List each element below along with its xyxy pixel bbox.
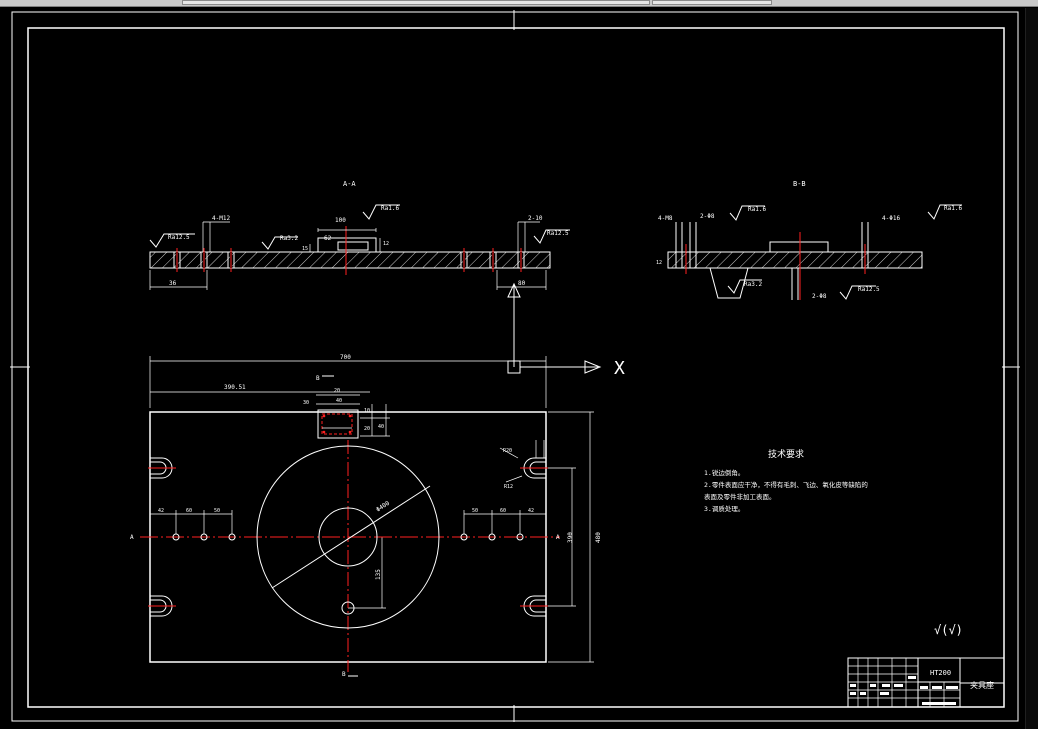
plan-dim-480: 480 (595, 532, 602, 543)
hole-dim-l2: 60 (186, 508, 192, 514)
plan-diameter-leader (271, 485, 431, 589)
sec-mark-b-bottom: B (342, 671, 346, 678)
aa-dim-100: 100 (335, 217, 346, 224)
plan-view: 700 390.51 480 390 135 20 40 30 10 20 40… (130, 354, 602, 678)
bb-ra-2: Ra1.6 (944, 205, 962, 212)
section-aa-roughness-symbols (149, 204, 570, 250)
outer-sheet-border (11, 11, 1019, 722)
view-arrow-right (584, 360, 602, 374)
bb-ra-4: Ra12.5 (858, 286, 880, 293)
section-bb-label: B-B (793, 180, 806, 188)
aa-ra-3: Ra1.6 (381, 205, 399, 212)
cad-toolbar-strip (0, 0, 1038, 7)
plan-dia-400: Φ400 (375, 500, 391, 514)
plan-dim-390: 390 (567, 532, 574, 543)
technical-notes: 技术要求 1.锐边倒角。 2.零件表面应干净，不得有毛刺、飞边、氧化皮等缺陷的 … (704, 448, 868, 513)
section-bb: B-B Ra1.6 Ra1.6 Ra3.2 Ra12.5 4-M8 2-Φ8 4… (656, 180, 962, 300)
notes-item-3: 表面及零件非加工表面。 (704, 492, 776, 501)
bb-dim-12: 12 (656, 260, 662, 266)
section-aa: A-A (149, 180, 625, 379)
plan-dim-135: 135 (375, 569, 382, 580)
section-aa-label: A-A (343, 180, 356, 188)
aa-ra-1: Ra12.5 (168, 234, 190, 241)
section-aa-key-slot (317, 237, 377, 253)
aa-ra-4: Ra12.5 (547, 230, 569, 237)
inner-drawing-frame (27, 27, 1005, 708)
plan-top-slot (317, 409, 359, 439)
aa-ra-2: Ra3.2 (280, 235, 298, 242)
notes-item-2: 2.零件表面应干净，不得有毛刺、飞边、氧化皮等缺陷的 (704, 480, 868, 489)
aa-dim-36: 36 (169, 280, 177, 287)
sec-mark-a-left: A (130, 534, 134, 541)
bb-ra-1: Ra1.6 (748, 206, 766, 213)
aa-dim-12: 12 (383, 241, 389, 247)
hole-dim-r2: 60 (500, 508, 506, 514)
layer-dropdown[interactable] (652, 0, 772, 5)
section-bb-boss (769, 241, 829, 253)
slot-dim-3: 30 (303, 400, 309, 406)
vertical-scrollbar[interactable] (1025, 8, 1038, 729)
view-label-x: X (614, 358, 625, 379)
notes-item-4: 3.调质处理。 (704, 504, 744, 513)
general-roughness-symbol: √(√) (934, 623, 963, 637)
slot-dim-1: 20 (334, 388, 340, 394)
plan-large-circle (256, 445, 440, 629)
plan-r12: R12 (504, 484, 513, 490)
section-aa-key (337, 241, 369, 251)
hole-dim-l1: 42 (158, 508, 164, 514)
bb-dim-4m8: 4-M8 (658, 215, 673, 222)
section-bb-roughness-symbols (727, 204, 962, 300)
aa-dim-15: 15 (302, 246, 308, 252)
bb-dim-4phi16: 4-Φ16 (882, 215, 900, 222)
bb-ra-3: Ra3.2 (744, 281, 762, 288)
hole-dim-r3: 42 (528, 508, 534, 514)
bb-dim-2phi8b: 2-Φ8 (812, 293, 827, 300)
aa-dim-80: 80 (518, 280, 526, 287)
view-arrow-up (507, 282, 521, 298)
title-block: HT200 夹具座 (847, 657, 1005, 708)
aa-dim-62: 62 (324, 235, 332, 242)
plan-dim-390-51: 390.51 (224, 384, 246, 391)
plan-r20: R20 (503, 448, 512, 454)
slot-dim-2: 40 (336, 398, 342, 404)
notes-item-1: 1.锐边倒角。 (704, 468, 744, 477)
sec-mark-b-top: B (316, 375, 320, 382)
title-block-part-name: 夹具座 (970, 680, 994, 690)
hole-dim-l3: 50 (214, 508, 220, 514)
command-bar[interactable] (182, 0, 650, 5)
slot-dim-4: 10 (364, 408, 370, 414)
plan-center-bore (318, 507, 378, 567)
slot-dim-5: 20 (364, 426, 370, 432)
aa-dim-2-10: 2-10 (528, 215, 543, 222)
sec-mark-a-right: A (556, 534, 560, 541)
hole-dim-r1: 50 (472, 508, 478, 514)
notes-title: 技术要求 (768, 448, 804, 460)
plan-small-hole (341, 601, 355, 615)
bb-dim-2phi8: 2-Φ8 (700, 213, 715, 220)
section-aa-holes (173, 252, 525, 268)
slot-dim-6: 40 (378, 424, 384, 430)
aa-dim-4m12: 4-M12 (212, 215, 230, 222)
plan-dim-700: 700 (340, 354, 351, 361)
section-bb-body (667, 251, 923, 269)
title-block-material: HT200 (930, 669, 951, 677)
